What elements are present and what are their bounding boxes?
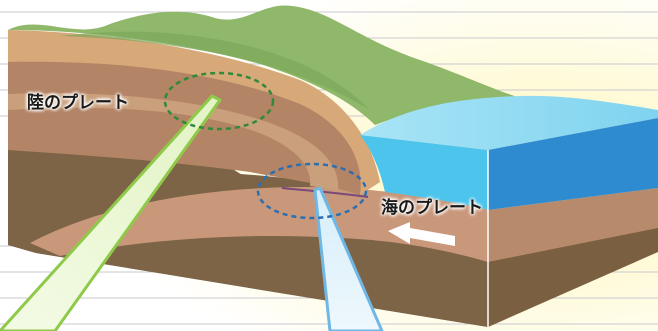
dashed-circle-icon xyxy=(256,162,368,220)
arrow-left-icon xyxy=(388,222,455,246)
sea-front-face xyxy=(488,118,658,210)
sea-slope xyxy=(360,135,488,210)
oceanic-plate-band-side xyxy=(488,188,658,262)
continental-highlight-beam xyxy=(0,94,222,331)
continental-crust-band xyxy=(8,93,339,190)
continental-plate-label: 陸のプレート xyxy=(27,93,129,113)
continental-crust-upper xyxy=(8,30,380,195)
oceanic-plate-label: 海のプレート xyxy=(381,198,483,218)
land-ridge-shade xyxy=(60,31,370,111)
sea-surface xyxy=(360,95,658,150)
dashed-circle-icon xyxy=(163,71,275,131)
oceanic-highlight-beam xyxy=(313,186,384,331)
